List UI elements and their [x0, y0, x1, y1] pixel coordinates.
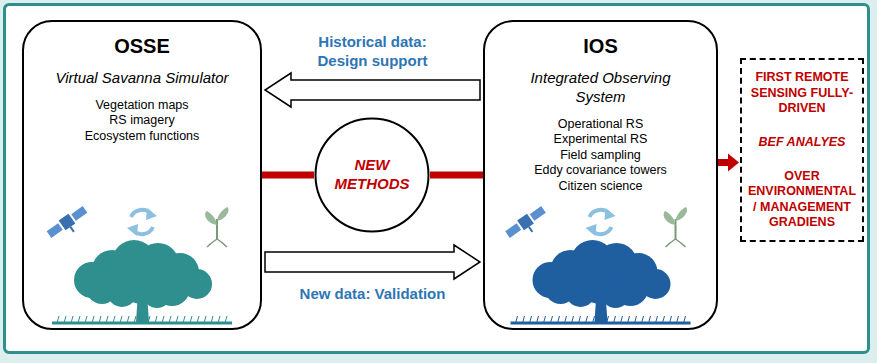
- box-text: FIRST REMOTE SENSING FULLY-DRIVEN: [746, 70, 858, 117]
- edge-label: Historical data: Design support: [293, 32, 453, 70]
- box-text: Integrated Observing System: [485, 69, 716, 107]
- connector: [262, 175, 314, 176]
- box-title: IOS: [583, 34, 617, 59]
- box-text: Eddy covariance towers: [534, 163, 667, 179]
- box-text: Operational RS: [558, 117, 643, 133]
- box-text: RS imagery: [109, 113, 174, 129]
- connector: [718, 154, 739, 172]
- connector: [265, 73, 480, 107]
- ecosystem-illustration: [24, 22, 260, 332]
- box-text: Virtual Savanna Simulator: [25, 69, 258, 88]
- connector: [265, 245, 480, 279]
- box-text: OVER ENVIRONMENTAL / MANAGEMENT GRADIENS: [746, 169, 858, 232]
- system-box: OSSE Virtual Savanna SimulatorVegetation …: [22, 20, 262, 330]
- method-circle: NEW METHODS: [314, 117, 430, 233]
- box-text: Vegetation maps: [95, 98, 188, 114]
- box-text: Ecosystem functions: [85, 129, 200, 145]
- outcome-box: FIRST REMOTE SENSING FULLY-DRIVEN BEF ANA…: [740, 58, 864, 242]
- box-text: Field sampling: [560, 148, 641, 164]
- edge-label: New data: Validation: [293, 284, 453, 303]
- box-text: NEW METHODS: [314, 156, 430, 194]
- box-text: Citizen science: [558, 179, 642, 195]
- box-text: Experimental RS: [554, 132, 648, 148]
- system-box: IOS Integrated Observing SystemOperationa…: [483, 20, 718, 330]
- box-text: BEF ANALYES: [759, 135, 846, 151]
- box-title: OSSE: [114, 34, 170, 59]
- connector: [430, 175, 483, 176]
